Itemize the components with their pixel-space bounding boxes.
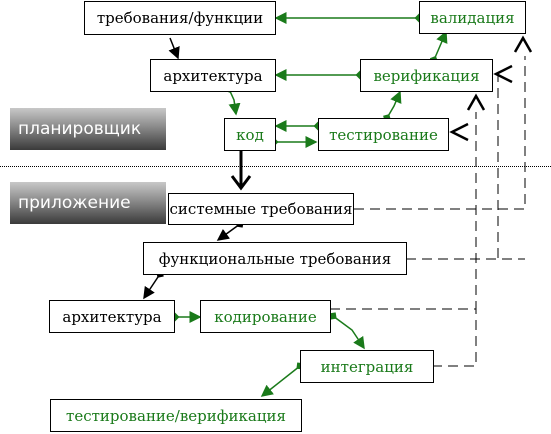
dashed-feedback [330,56,526,367]
link-testing-to-verification [383,90,402,122]
testing-box: тестирование [318,118,449,151]
big-down-arrow [230,150,252,191]
architecture-bottom-box: архитектура [49,300,175,333]
link-integration-to-testing [260,362,304,397]
integration-box: интеграция [300,350,434,383]
link-architecture-to-code [224,84,241,116]
validation-box: валидация [419,1,526,34]
planner-label: планировщик [10,108,166,150]
architecture-top-box: архитектура [150,59,276,92]
functional-requirements-box: функциональные требования [143,242,407,275]
link-verification-to-validation [429,30,448,65]
link-coding-to-integration [329,312,365,350]
section-separator [0,166,551,167]
link-functreq-to-architecture [143,270,164,300]
link-systemreq-to-functreq [216,220,244,241]
link-requirements-to-architecture [168,37,180,60]
application-label: приложение [10,182,166,224]
testing-verification-box: тестирование/верификация [50,399,302,432]
system-requirements-box: системные требования [168,193,354,225]
code-box: код [224,118,276,151]
requirements-functions-box: требования/функции [84,1,276,35]
chevron-arrows [449,35,533,142]
coding-box: кодирование [200,300,331,333]
verification-box: верификация [360,59,493,92]
